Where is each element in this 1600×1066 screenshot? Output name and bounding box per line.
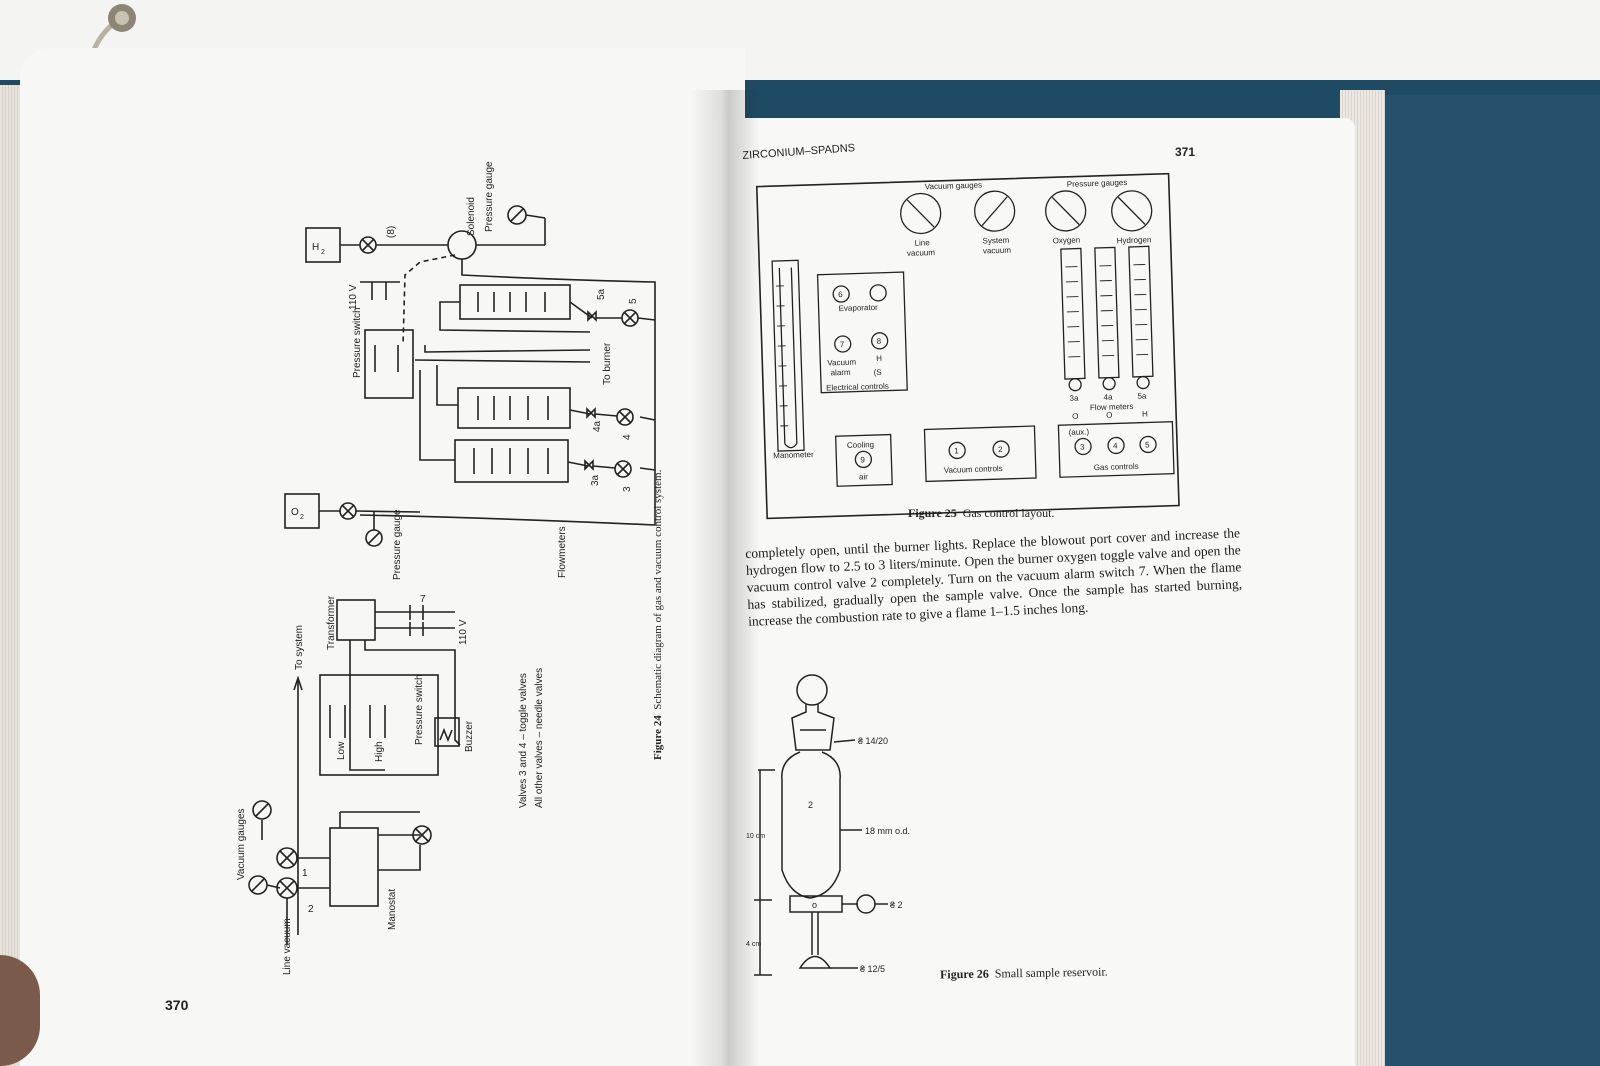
svg-text:(aux.): (aux.) (1068, 427, 1089, 437)
svg-text:9: 9 (860, 455, 865, 464)
right-page-number: 371 (1175, 145, 1196, 159)
svg-text:To burner: To burner (602, 342, 613, 385)
svg-text:(8): (8) (386, 226, 397, 238)
svg-text:High: High (374, 741, 385, 762)
figure-26-caption: Figure 26 Small sample reservoir. (939, 964, 1108, 982)
svg-text:Pressure gauges: Pressure gauges (1067, 178, 1128, 189)
svg-text:Line vacuum: Line vacuum (282, 918, 293, 975)
svg-text:Pressure switch: Pressure switch (352, 307, 363, 378)
fig24-h2-label: H (312, 242, 319, 253)
svg-text:(S: (S (874, 368, 882, 377)
svg-text:Cooling: Cooling (847, 440, 874, 450)
svg-text:2: 2 (308, 904, 314, 915)
svg-text:7: 7 (840, 340, 845, 349)
svg-text:4a: 4a (592, 420, 603, 432)
svg-text:Hydrogen: Hydrogen (1117, 235, 1152, 245)
svg-text:Transformer: Transformer (326, 595, 337, 650)
hand-finger (0, 955, 40, 1066)
svg-text:Manostat: Manostat (387, 889, 398, 930)
svg-text:Flow meters: Flow meters (1090, 402, 1134, 412)
svg-text:3a: 3a (590, 474, 601, 486)
svg-text:3: 3 (622, 486, 633, 492)
svg-text:₴ 2: ₴ 2 (890, 900, 903, 910)
svg-text:3: 3 (1080, 442, 1085, 451)
right-page (715, 118, 1355, 1066)
svg-text:3a: 3a (1069, 394, 1079, 403)
svg-text:alarm: alarm (831, 368, 852, 378)
svg-text:110 V: 110 V (458, 619, 469, 645)
svg-text:Electrical controls: Electrical controls (826, 382, 889, 393)
svg-text:2: 2 (321, 249, 325, 256)
svg-text:5a: 5a (596, 288, 607, 300)
svg-text:7: 7 (420, 594, 426, 605)
book-cover-edge (1360, 95, 1600, 1066)
svg-text:5: 5 (1145, 440, 1150, 449)
svg-text:2: 2 (808, 800, 813, 810)
svg-text:O: O (1072, 412, 1079, 421)
svg-text:Oxygen: Oxygen (1052, 235, 1080, 245)
svg-text:4: 4 (622, 434, 633, 440)
svg-text:Evaporator: Evaporator (838, 303, 878, 313)
svg-text:System: System (982, 236, 1009, 246)
svg-text:₴ 12/5: ₴ 12/5 (860, 964, 885, 974)
svg-text:O: O (1106, 411, 1113, 420)
svg-text:5: 5 (628, 298, 639, 304)
svg-text:To system: To system (294, 625, 305, 670)
left-page-number: 370 (165, 997, 189, 1013)
svg-text:Gas controls: Gas controls (1094, 462, 1139, 472)
left-page (20, 48, 745, 1066)
svg-text:4a: 4a (1103, 393, 1113, 402)
svg-text:110 V: 110 V (348, 284, 359, 310)
svg-text:2: 2 (998, 445, 1003, 454)
svg-text:Flowmeters: Flowmeters (557, 526, 568, 578)
book-gutter (690, 90, 760, 1066)
svg-text:Low: Low (336, 741, 347, 760)
svg-text:o: o (812, 900, 817, 910)
svg-text:H: H (1142, 409, 1148, 418)
figure-25-caption: Figure 25 Gas control layout. (908, 506, 1055, 520)
svg-text:Vacuum gauges: Vacuum gauges (925, 181, 982, 192)
svg-text:5a: 5a (1137, 391, 1147, 400)
svg-text:Line: Line (914, 238, 930, 247)
svg-text:Pressure switch: Pressure switch (414, 674, 425, 745)
svg-text:4: 4 (1113, 441, 1118, 450)
svg-text:H: H (876, 354, 882, 363)
svg-text:Solenoid: Solenoid (466, 197, 477, 236)
svg-text:2: 2 (300, 514, 304, 521)
svg-text:vacuum: vacuum (983, 246, 1012, 256)
svg-text:Pressure gauge: Pressure gauge (392, 509, 403, 580)
svg-text:6: 6 (838, 290, 843, 299)
svg-text:Vacuum: Vacuum (827, 358, 856, 368)
svg-text:Manometer: Manometer (773, 450, 814, 460)
svg-text:1: 1 (302, 868, 308, 879)
svg-text:air: air (859, 472, 869, 481)
svg-text:1: 1 (954, 446, 959, 455)
svg-text:vacuum: vacuum (907, 248, 936, 258)
svg-text:Vacuum gauges: Vacuum gauges (236, 808, 247, 880)
svg-text:Pressure gauge: Pressure gauge (484, 161, 495, 232)
svg-text:Vacuum controls: Vacuum controls (944, 464, 1003, 475)
svg-text:₴ 14/20: ₴ 14/20 (858, 736, 888, 746)
svg-text:18 mm o.d.: 18 mm o.d. (865, 826, 910, 836)
svg-text:Buzzer: Buzzer (464, 720, 475, 752)
fig24-o2-label: O (291, 507, 299, 518)
svg-text:10 cm: 10 cm (746, 833, 765, 840)
svg-text:8: 8 (877, 337, 882, 346)
svg-text:4 cm: 4 cm (746, 941, 761, 948)
